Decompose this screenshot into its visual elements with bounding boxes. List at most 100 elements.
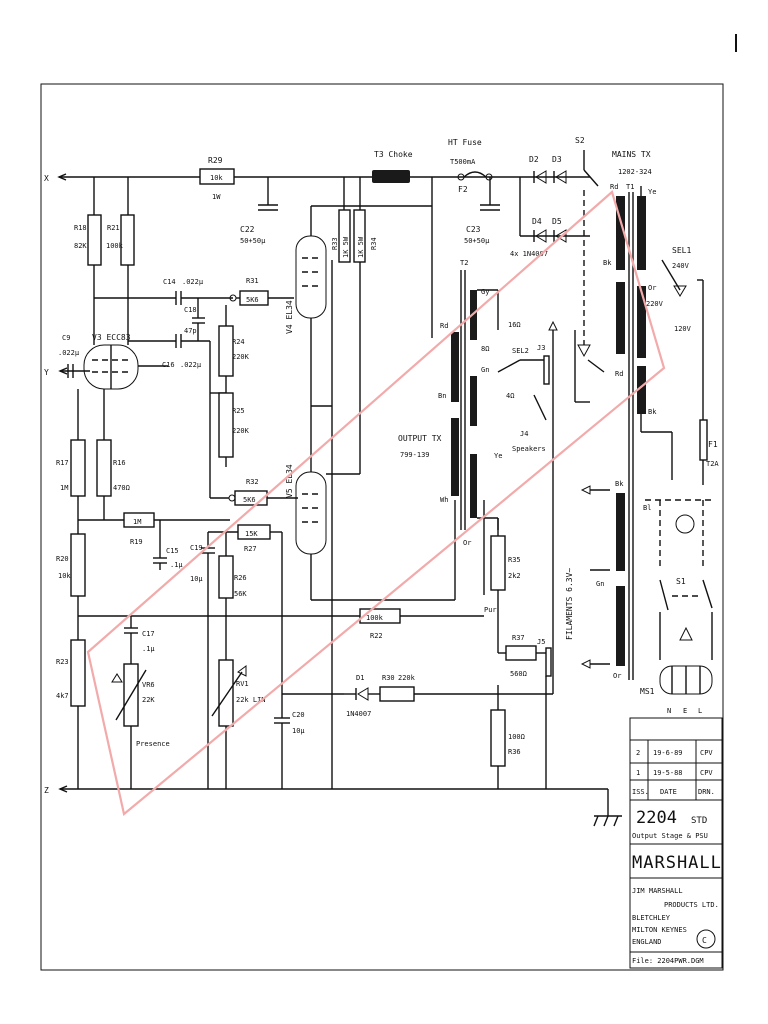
svg-text:Rd: Rd <box>610 183 618 191</box>
resistor-r17: R17 1M <box>56 389 86 534</box>
svg-text:Presence: Presence <box>136 740 170 748</box>
tube-v3: V3 ECC83 <box>83 333 168 390</box>
address-line-1: BLETCHLEY <box>632 914 671 922</box>
svg-text:1M: 1M <box>133 518 141 526</box>
rail-z-label: Z <box>44 786 49 795</box>
capacitor-c9: C9 .022µ <box>58 334 80 378</box>
svg-text:R30: R30 <box>382 674 395 682</box>
svg-text:T2A: T2A <box>706 460 719 468</box>
svg-text:R31: R31 <box>246 277 259 285</box>
model-number: 2204 <box>636 808 677 828</box>
svg-text:220V: 220V <box>646 300 664 308</box>
fuse-f1: F1 T2A <box>706 440 719 468</box>
svg-text:Pur: Pur <box>484 606 497 614</box>
svg-text:R24: R24 <box>232 338 245 346</box>
svg-text:10µ: 10µ <box>190 575 203 583</box>
svg-text:100k: 100k <box>106 242 124 250</box>
svg-text:Rd: Rd <box>615 370 623 378</box>
rail-x-label: X <box>44 174 49 183</box>
svg-text:5K6: 5K6 <box>246 296 259 304</box>
svg-text:8Ω: 8Ω <box>481 345 489 353</box>
svg-text:Ye: Ye <box>648 188 656 196</box>
svg-text:C9: C9 <box>62 334 70 342</box>
svg-text:Gn: Gn <box>481 366 489 374</box>
resistor-r35: R35 2k2 Pur <box>483 500 521 628</box>
svg-text:Bk: Bk <box>615 480 624 488</box>
resistor-r18: R18 82K <box>74 177 102 345</box>
capacitor-c20: C20 10µ <box>274 693 344 789</box>
rev-header-date: DATE <box>660 788 677 796</box>
svg-text:R32: R32 <box>246 478 259 486</box>
capacitor-c15: C15 .1µ <box>153 520 183 570</box>
resistor-r37: R37 560Ω <box>497 628 546 678</box>
potentiometer-vr6: VR6 22K Presence <box>111 663 170 789</box>
svg-text:V4 EL34: V4 EL34 <box>285 300 294 334</box>
svg-text:R26: R26 <box>234 574 247 582</box>
rev-1-drn: CPV <box>700 769 713 777</box>
svg-text:Gy: Gy <box>481 288 489 296</box>
svg-text:15K: 15K <box>245 530 258 538</box>
svg-text:R37: R37 <box>512 634 525 642</box>
svg-text:V5 EL34: V5 EL34 <box>285 464 294 498</box>
svg-text:C16: C16 <box>162 361 175 369</box>
svg-text:R27: R27 <box>244 545 257 553</box>
svg-text:799-139: 799-139 <box>400 451 430 459</box>
svg-text:50+50µ: 50+50µ <box>464 237 490 245</box>
svg-text:R33: R33 <box>331 237 339 250</box>
resistor-r27: 15K R27 <box>208 524 283 694</box>
svg-text:560Ω: 560Ω <box>510 670 527 678</box>
rev-2-drn: CPV <box>700 749 713 757</box>
svg-text:R20: R20 <box>56 555 69 563</box>
file-name: File: 2204PWR.DGM <box>632 957 704 965</box>
svg-text:Bl: Bl <box>643 504 651 512</box>
svg-text:R17: R17 <box>56 459 69 467</box>
resistor-r19: 1M R19 <box>78 512 230 546</box>
svg-text:Bk: Bk <box>648 408 657 416</box>
svg-text:Gn: Gn <box>596 580 604 588</box>
svg-text:L: L <box>698 707 702 715</box>
capacitor-c14: C14 .022µ <box>94 278 233 305</box>
svg-text:4Ω: 4Ω <box>506 392 514 400</box>
svg-text:D3: D3 <box>552 155 562 164</box>
company-line-1: JIM MARSHALL <box>632 887 683 895</box>
title-block: 2 19-6-89 CPV 1 19-5-88 CPV ISS. DATE DR… <box>629 717 723 969</box>
svg-text:C20: C20 <box>292 711 305 719</box>
diode-d1: D1 1N4007 <box>344 674 380 718</box>
svg-text:.022µ: .022µ <box>182 278 204 286</box>
svg-text:F1: F1 <box>708 440 718 449</box>
svg-text:R16: R16 <box>113 459 126 467</box>
svg-text:4x 1N4007: 4x 1N4007 <box>510 250 548 258</box>
svg-text:Bn: Bn <box>438 392 446 400</box>
resistor-r36: 100Ω R36 <box>490 685 525 789</box>
svg-text:.1µ: .1µ <box>170 561 183 569</box>
ground-symbol <box>593 789 622 827</box>
svg-text:C17: C17 <box>142 630 155 638</box>
resistor-r21: R21 100k <box>106 177 135 345</box>
potentiometer-rv1: RV1 22k LIN <box>211 659 266 789</box>
rail-z: Z <box>44 785 608 795</box>
svg-text:10k: 10k <box>210 174 223 182</box>
svg-text:22K: 22K <box>142 696 155 704</box>
svg-text:220k: 220k <box>398 674 416 682</box>
svg-text:5K6: 5K6 <box>243 496 256 504</box>
rev-1-date: 19-5-88 <box>653 769 683 777</box>
svg-text:16Ω: 16Ω <box>508 321 521 329</box>
capacitor-c17: C17 .1µ <box>124 616 155 664</box>
svg-text:R25: R25 <box>232 407 245 415</box>
svg-text:D1: D1 <box>356 674 364 682</box>
svg-text:50+50µ: 50+50µ <box>240 237 266 245</box>
svg-text:R19: R19 <box>130 538 143 546</box>
resistor-r20: R20 10k <box>56 533 86 640</box>
output-transformer-t2: T2 OUTPUT TX 799-139 Rd Bn Wh Gy 16Ω 8Ω … <box>398 259 521 547</box>
svg-text:.1µ: .1µ <box>142 645 155 653</box>
choke-t3: T3 Choke <box>372 150 413 183</box>
svg-text:1K 5W: 1K 5W <box>342 236 350 258</box>
svg-text:.022µ: .022µ <box>180 361 202 369</box>
svg-text:Or: Or <box>463 539 471 547</box>
filament-leads: FILAMENTS 6.3V~ <box>548 320 610 669</box>
resistor-r33: R33 1K 5W <box>331 209 351 263</box>
mains-socket-ms1: MS1 N E L <box>640 665 713 715</box>
svg-text:HT Fuse: HT Fuse <box>448 138 482 147</box>
svg-text:470Ω: 470Ω <box>113 484 130 492</box>
svg-text:R36: R36 <box>508 748 521 756</box>
